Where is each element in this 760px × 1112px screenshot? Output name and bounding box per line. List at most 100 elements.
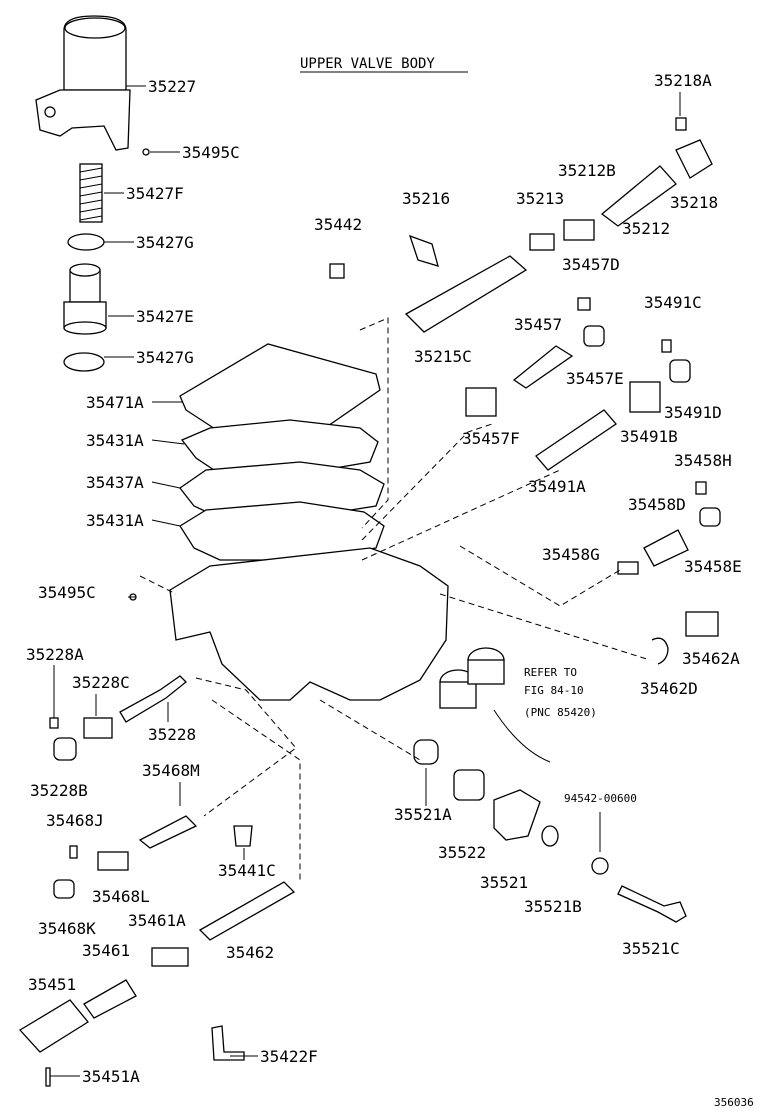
label-35218a[interactable]: 35218A [654, 71, 712, 90]
label-35228[interactable]: 35228 [148, 725, 196, 744]
part-35462a[interactable] [685, 611, 719, 637]
part-35468m[interactable] [138, 815, 198, 849]
part-35521b[interactable] [541, 825, 559, 847]
label-35491c[interactable]: 35491C [644, 293, 702, 312]
label-35468j[interactable]: 35468J [46, 811, 104, 830]
label-35218[interactable]: 35218 [670, 193, 718, 212]
part-35228a[interactable] [49, 717, 59, 729]
label-35468l[interactable]: 35468L [92, 887, 150, 906]
label-35227[interactable]: 35227 [148, 77, 196, 96]
part-35522[interactable] [453, 769, 485, 801]
label-35458d[interactable]: 35458D [628, 495, 686, 514]
part-35468l[interactable] [97, 851, 129, 871]
part-35491a[interactable] [535, 409, 617, 471]
part-35422f[interactable] [211, 1025, 245, 1061]
label-35431a-b[interactable]: 35431A [86, 511, 144, 530]
part-35457e[interactable] [583, 325, 605, 347]
part-35431a-a[interactable] [180, 419, 379, 475]
part-35212b[interactable] [563, 219, 595, 241]
part-35495c-top[interactable] [142, 148, 150, 156]
part-35468j[interactable] [69, 845, 78, 859]
label-35458g[interactable]: 35458G [542, 545, 600, 564]
label-35427g-a[interactable]: 35427G [136, 233, 194, 252]
part-35461a[interactable] [151, 947, 189, 967]
label-35462d[interactable]: 35462D [640, 679, 698, 698]
part-35427e[interactable] [63, 263, 107, 335]
label-35457[interactable]: 35457 [514, 315, 562, 334]
label-35457f[interactable]: 35457F [462, 429, 520, 448]
label-35228b[interactable]: 35228B [30, 781, 88, 800]
part-35228[interactable] [119, 675, 187, 723]
label-35228c[interactable]: 35228C [72, 673, 130, 692]
label-35521[interactable]: 35521 [480, 873, 528, 892]
part-35521c[interactable] [617, 885, 687, 923]
label-35462[interactable]: 35462 [226, 943, 274, 962]
part-35431a-b[interactable] [179, 501, 385, 561]
part-35462[interactable] [198, 881, 296, 941]
part-35491d[interactable] [669, 359, 691, 383]
part-35216[interactable] [408, 234, 439, 267]
part-solenoid-assembly[interactable] [439, 647, 551, 763]
label-35457d[interactable]: 35457D [562, 255, 620, 274]
part-35442[interactable] [329, 263, 345, 279]
label-35215c[interactable]: 35215C [414, 347, 472, 366]
label-35495c-mid[interactable]: 35495C [38, 583, 96, 602]
label-35458h[interactable]: 35458H [674, 451, 732, 470]
label-35216[interactable]: 35216 [402, 189, 450, 208]
part-35451a[interactable] [45, 1067, 51, 1087]
label-35442[interactable]: 35442 [314, 215, 362, 234]
label-35213[interactable]: 35213 [516, 189, 564, 208]
label-35451[interactable]: 35451 [28, 975, 76, 994]
part-35458d[interactable] [643, 529, 689, 567]
label-35468k[interactable]: 35468K [38, 919, 96, 938]
part-35462d[interactable] [651, 637, 669, 665]
part-35218[interactable] [675, 139, 713, 179]
label-35521a[interactable]: 35521A [394, 805, 452, 824]
label-35427e[interactable]: 35427E [136, 307, 194, 326]
label-35422f[interactable]: 35422F [260, 1047, 318, 1066]
part-35427g-b[interactable] [63, 352, 105, 372]
label-35451a[interactable]: 35451A [82, 1067, 140, 1086]
part-35228c[interactable] [83, 717, 113, 739]
label-35437a[interactable]: 35437A [86, 473, 144, 492]
part-35227[interactable] [35, 15, 131, 151]
label-35491b[interactable]: 35491B [620, 427, 678, 446]
part-35458h[interactable] [695, 481, 707, 495]
label-35212[interactable]: 35212 [622, 219, 670, 238]
part-35213[interactable] [529, 233, 555, 251]
part-35215c[interactable] [404, 255, 528, 333]
part-35228b[interactable] [53, 737, 77, 761]
part-35491b[interactable] [629, 381, 661, 413]
part-35457d[interactable] [577, 297, 591, 311]
label-35431a-a[interactable]: 35431A [86, 431, 144, 450]
part-upper-valve-body[interactable] [169, 547, 449, 701]
part-35461[interactable] [83, 979, 137, 1019]
label-35462a[interactable]: 35462A [682, 649, 740, 668]
label-35491a[interactable]: 35491A [528, 477, 586, 496]
part-35468k[interactable] [53, 879, 75, 899]
label-35471a[interactable]: 35471A [86, 393, 144, 412]
part-35457[interactable] [512, 345, 574, 389]
label-35228a[interactable]: 35228A [26, 645, 84, 664]
part-35457f[interactable] [465, 387, 497, 417]
part-35427g-a[interactable] [67, 233, 105, 251]
part-35491c[interactable] [661, 339, 672, 353]
part-35451[interactable] [18, 999, 89, 1053]
label-35461[interactable]: 35461 [82, 941, 130, 960]
part-35212[interactable] [600, 165, 677, 227]
label-35212b[interactable]: 35212B [558, 161, 616, 180]
part-35441c[interactable] [233, 825, 253, 847]
label-35461a[interactable]: 35461A [128, 911, 186, 930]
label-35458e[interactable]: 35458E [684, 557, 742, 576]
part-35218a[interactable] [675, 117, 687, 131]
label-35427g-b[interactable]: 35427G [136, 348, 194, 367]
part-35458e[interactable] [699, 507, 721, 527]
part-35427f[interactable] [79, 163, 103, 223]
label-35521b[interactable]: 35521B [524, 897, 582, 916]
label-35427f[interactable]: 35427F [126, 184, 184, 203]
label-35468m[interactable]: 35468M [142, 761, 200, 780]
label-35521c[interactable]: 35521C [622, 939, 680, 958]
label-35495c-top[interactable]: 35495C [182, 143, 240, 162]
part-94542[interactable] [591, 857, 609, 875]
label-35441c[interactable]: 35441C [218, 861, 276, 880]
